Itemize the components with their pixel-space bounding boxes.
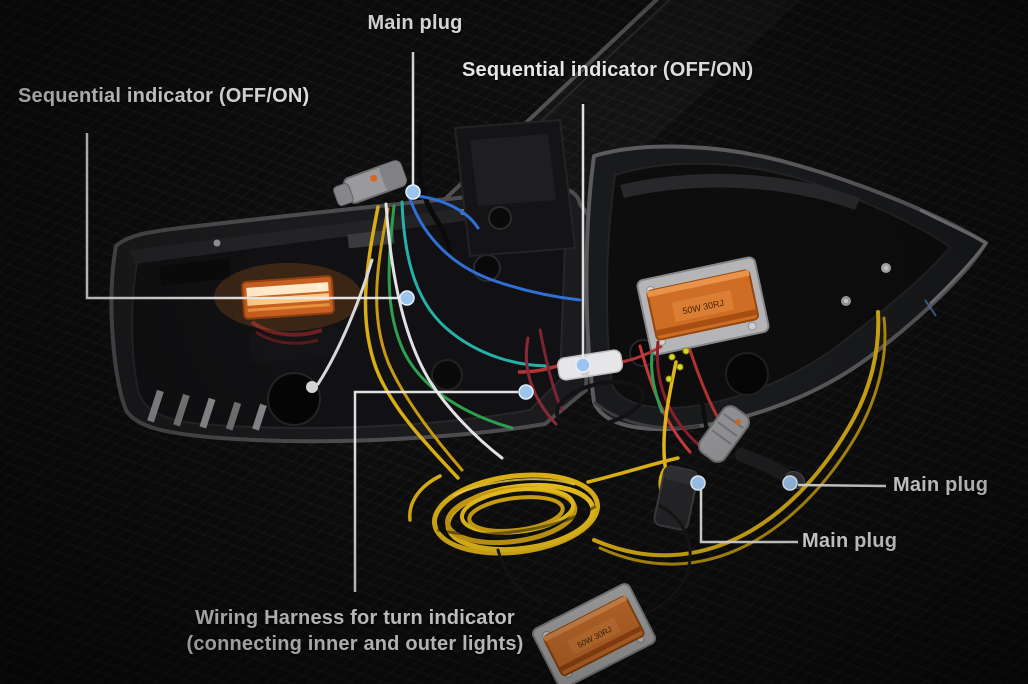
- wiring-harness-label-line2: (connecting inner and outer lights): [186, 633, 524, 655]
- lower-plug-connector: [653, 465, 699, 531]
- callout-label-main-plug-top: Main plug: [367, 12, 463, 34]
- callout-line-main-plug-right-lower: [699, 490, 798, 544]
- bulb-socket: [267, 372, 321, 426]
- main-plug-connector-top: [333, 160, 407, 207]
- callout-label-main-plug-right-upper: Main plug: [893, 474, 989, 496]
- callout-label-sequential-top: Sequential indicator (OFF/ON): [462, 59, 754, 81]
- load-resistor-harness: 50W 30RJ: [531, 583, 657, 684]
- callout-dot-main-plug-right-lower: [690, 475, 706, 491]
- callout-dot-wiring-harness: [518, 384, 534, 400]
- callout-label-wiring-harness: Wiring Harness for turn indicator (conne…: [175, 605, 535, 657]
- callout-line-main-plug-right-upper: [797, 483, 887, 488]
- mounting-bracket: [453, 118, 577, 258]
- callout-label-main-plug-right-lower: Main plug: [802, 530, 898, 552]
- callout-dot-sequential-top: [575, 357, 591, 373]
- callout-label-sequential-left: Sequential indicator (OFF/ON): [18, 85, 310, 107]
- wiring-harness-label-line1: Wiring Harness for turn indicator: [195, 607, 515, 629]
- callout-dot-sequential-left: [399, 290, 415, 306]
- callout-dot-main-plug-top: [405, 184, 421, 200]
- callout-dot-main-plug-right-upper: [782, 475, 798, 491]
